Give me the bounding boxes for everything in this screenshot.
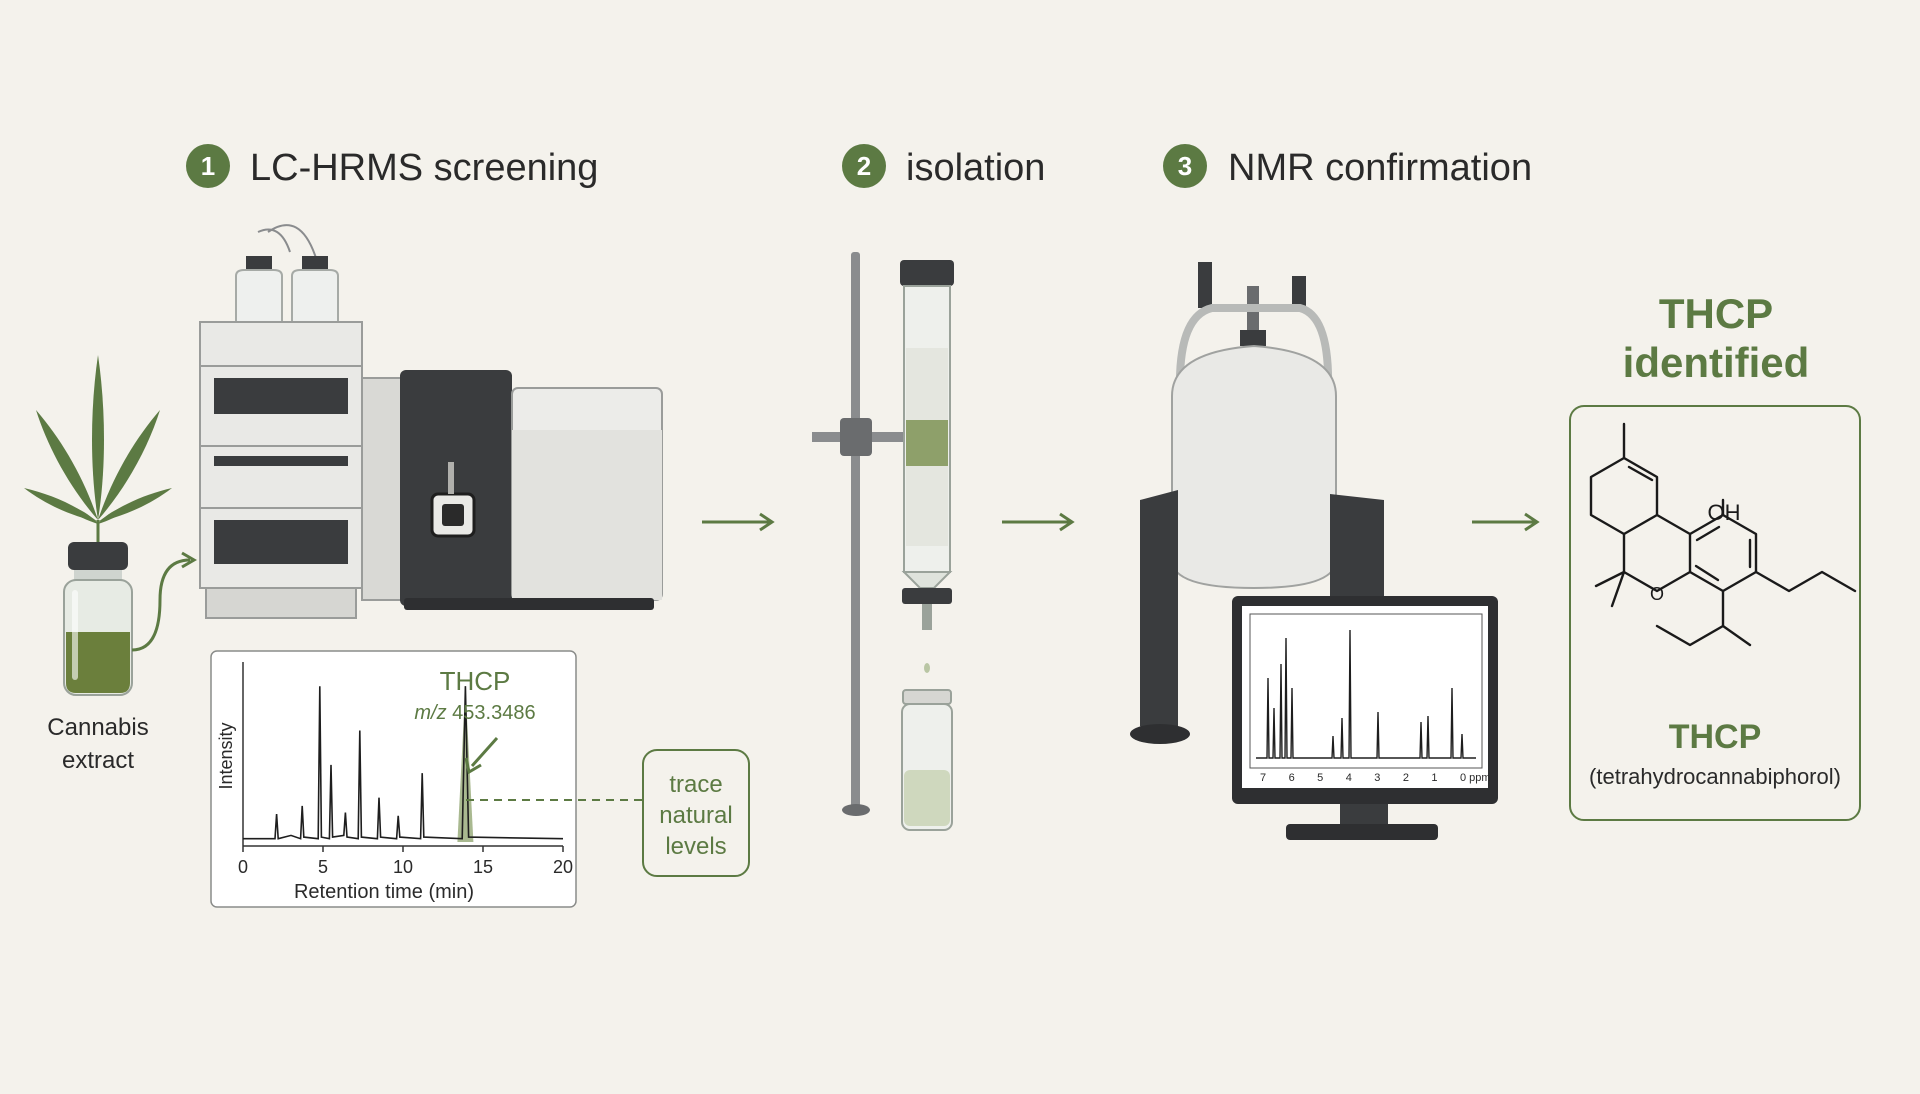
nmr-tick-label: 7 bbox=[1260, 772, 1266, 784]
chromatogram-xlabel: Retention time (min) bbox=[294, 881, 474, 903]
thcp-peak-highlight bbox=[457, 686, 474, 842]
cannabis-leaf-icon bbox=[24, 355, 172, 550]
step-2-number: 2 bbox=[857, 151, 871, 181]
trace-note-line-3: levels bbox=[665, 833, 726, 860]
mz-prefix: m/z bbox=[414, 702, 446, 724]
step-3-title: NMR confirmation bbox=[1228, 147, 1532, 189]
result-compound-name: THCP bbox=[1669, 718, 1762, 756]
chromatography-column bbox=[812, 252, 954, 831]
vial-arrow-head bbox=[181, 551, 197, 569]
nmr-axis-ticks: 7 6 5 4 3 2 1 0 ppm bbox=[1260, 772, 1491, 784]
step-3-header: 3 NMR confirmation bbox=[1163, 144, 1532, 189]
monitor-stand-neck bbox=[1340, 804, 1388, 824]
step-2-badge bbox=[842, 144, 886, 188]
arrow-step1-to-step2 bbox=[702, 512, 775, 532]
nmr-tick-label: 4 bbox=[1346, 772, 1352, 784]
column-packing-upper bbox=[906, 348, 948, 420]
mz-value: 453.3486 bbox=[452, 702, 535, 724]
result-card bbox=[1569, 405, 1861, 821]
step-3-badge bbox=[1163, 144, 1207, 188]
vial-to-instrument-arrow bbox=[131, 558, 191, 652]
thcp-pointer-head bbox=[464, 757, 482, 775]
nmr-magnet bbox=[1171, 344, 1337, 590]
nmr-monitor: 7 6 5 4 3 2 1 0 ppm bbox=[1232, 596, 1498, 840]
thcp-mz-label: m/z 453.3486 bbox=[414, 702, 535, 724]
x-tick-label: 0 bbox=[238, 857, 248, 877]
collection-vial-neck bbox=[902, 689, 952, 705]
arrow-step2-to-step3 bbox=[1002, 512, 1075, 532]
column-clamp bbox=[840, 418, 872, 456]
chromatogram-trace bbox=[243, 686, 564, 840]
nmr-tick-label: 5 bbox=[1317, 772, 1323, 784]
step-1-title: LC-HRMS screening bbox=[250, 147, 598, 189]
eluate-drop bbox=[924, 663, 930, 673]
extract-vial bbox=[63, 542, 133, 696]
step-1-badge bbox=[186, 144, 230, 188]
x-tick-label: 10 bbox=[393, 857, 413, 877]
nmr-plot-frame bbox=[1249, 613, 1483, 769]
x-tick-label: 20 bbox=[553, 857, 573, 877]
step-2-title: isolation bbox=[906, 147, 1045, 189]
step-1-number: 1 bbox=[201, 151, 215, 181]
result-compound-full-name: (tetrahydrocannabiphorol) bbox=[1589, 764, 1841, 789]
monitor-stand-base bbox=[1286, 824, 1438, 840]
result-headline-2: identified bbox=[1623, 339, 1810, 386]
result-headline-1: THCP bbox=[1659, 290, 1773, 337]
thcp-pointer-arrow bbox=[470, 737, 499, 767]
x-tick-label: 5 bbox=[318, 857, 328, 877]
stopcock-icon bbox=[902, 588, 952, 604]
column-cap bbox=[900, 260, 954, 286]
chromatogram-frame bbox=[210, 650, 577, 908]
column-green-band bbox=[906, 420, 948, 466]
column-tip bbox=[922, 604, 932, 630]
nmr-tick-label: 2 bbox=[1403, 772, 1409, 784]
chromatogram-ylabel: Intensity bbox=[216, 722, 236, 789]
thcp-peak-label: THCP bbox=[440, 666, 511, 696]
sample-label-line-2: extract bbox=[62, 747, 134, 774]
collected-fraction bbox=[904, 770, 950, 826]
nmr-tick-label: 0 ppm bbox=[1460, 772, 1491, 784]
thcp-structure bbox=[1589, 422, 1857, 647]
nmr-leg-left-foot bbox=[1130, 724, 1190, 744]
ring-oxygen-label: O bbox=[1650, 584, 1664, 604]
nmr-tick-label: 3 bbox=[1374, 772, 1380, 784]
ring-stand-rod bbox=[851, 252, 860, 810]
trace-levels-note: trace natural levels bbox=[642, 749, 750, 877]
hydroxyl-label: OH bbox=[1708, 500, 1741, 525]
lc-hrms-instrument bbox=[199, 224, 663, 619]
step-3-number: 3 bbox=[1178, 151, 1192, 181]
trace-note-line-2: natural bbox=[659, 802, 732, 829]
ring-stand-base bbox=[842, 804, 870, 816]
column-packing-lower bbox=[906, 466, 948, 546]
step-2-header: 2 isolation bbox=[842, 144, 1045, 189]
x-tick-label: 15 bbox=[473, 857, 493, 877]
sample-label-line-1: Cannabis bbox=[47, 714, 148, 741]
monitor-screen bbox=[1242, 606, 1488, 788]
arrow-step3-to-result bbox=[1472, 512, 1540, 532]
nmr-tick-label: 1 bbox=[1431, 772, 1437, 784]
trace-note-line-1: trace bbox=[669, 771, 722, 798]
nmr-top-fittings bbox=[1175, 262, 1333, 393]
solvent-bottles bbox=[235, 224, 339, 323]
step-1-header: 1 LC-HRMS screening bbox=[186, 144, 598, 189]
column-taper bbox=[901, 571, 953, 589]
nmr-spectrum-trace bbox=[1256, 629, 1476, 759]
chromatogram-x-ticks: 0 5 10 15 20 bbox=[238, 846, 573, 877]
nmr-leg-left bbox=[1140, 490, 1178, 734]
nmr-tick-label: 6 bbox=[1289, 772, 1295, 784]
